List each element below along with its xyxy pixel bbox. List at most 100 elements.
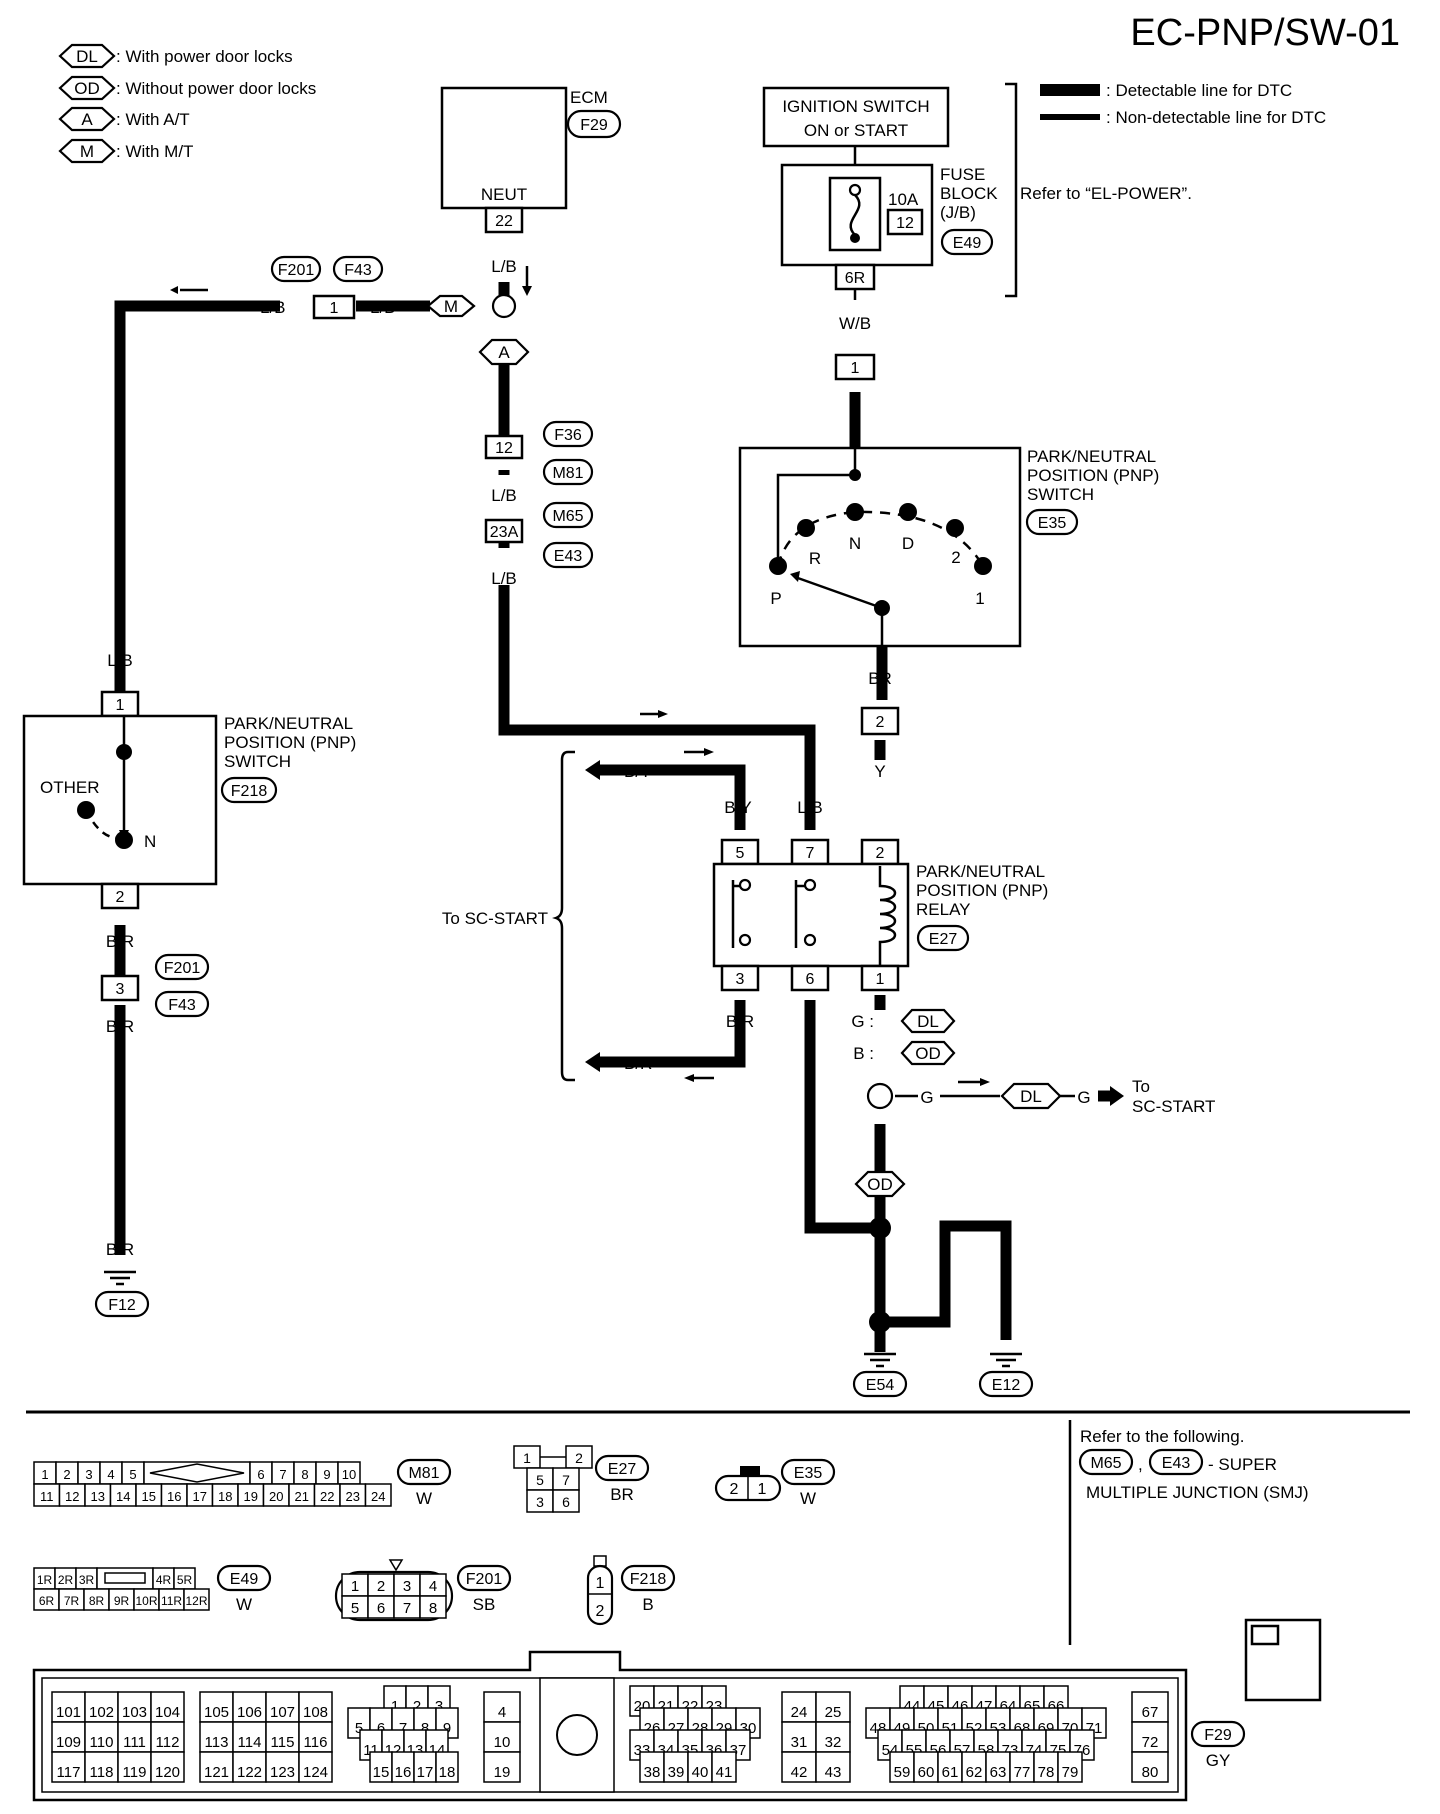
wire-by: [600, 764, 746, 830]
legend-tag-m: [58, 138, 116, 164]
f29-pin-60: 60: [918, 1764, 935, 1781]
f29-pin-101: 101: [56, 1704, 81, 1721]
f29-pin-102: 102: [89, 1704, 114, 1721]
f218-dot-n: [115, 831, 133, 849]
f29-pin-104: 104: [155, 1704, 180, 1721]
e54-pill: [852, 1370, 908, 1398]
f29-pin-6: 6: [377, 1720, 385, 1737]
wire-label-b-4: B: [874, 1266, 885, 1285]
e49-text: E49: [953, 235, 982, 252]
wire-label-wb: W/B: [839, 314, 871, 333]
f29-pin-117: 117: [57, 1764, 81, 1781]
wire-label-by: B/Y: [724, 798, 751, 817]
e49-pin-8R: 8R: [89, 1594, 105, 1608]
wire-label-lb-f218: L/B: [107, 651, 133, 670]
f29-pin-121: 121: [204, 1764, 229, 1781]
ecm-junction-circle: [491, 293, 517, 319]
m81-pin-8: 8: [301, 1467, 308, 1482]
f29-pin-77: 77: [1014, 1764, 1031, 1781]
f218-color: B: [642, 1595, 653, 1614]
ecm-label: ECM: [570, 88, 608, 107]
smj-e43-pill: [1148, 1448, 1204, 1476]
dl-tag-2: [1000, 1082, 1062, 1110]
f29-pin-80: 80: [1142, 1764, 1159, 1781]
fuse-amp: 10A: [888, 190, 919, 209]
wire-label-b-3: B: [874, 1133, 885, 1152]
f29-cell-59: [889, 1751, 915, 1783]
e35-label-n: N: [849, 534, 861, 553]
f218-key: [593, 1555, 607, 1567]
f29-cell-31: [781, 1721, 817, 1753]
f36-pill: [542, 420, 594, 448]
e35-color: W: [800, 1489, 816, 1508]
wire-label-g-1: G: [920, 1088, 933, 1107]
m81-pin-19: 19: [244, 1489, 258, 1504]
e43-pill: [542, 541, 594, 569]
f201-pin-3: 3: [403, 1578, 411, 1595]
m81-pin-9: 9: [323, 1467, 330, 1482]
m81-pin-3: 3: [85, 1467, 92, 1482]
f201-label-pill: [456, 1564, 512, 1592]
sc-start-branch: B/Y B/R To SC-START: [442, 748, 714, 1082]
e27-pin-5: 5: [536, 1472, 544, 1488]
f218-dashed: [84, 809, 119, 840]
pnp-switch-f218: L/B 1 OTHER N PARK/NEUTRAL POSITION (PNP…: [22, 651, 356, 1318]
m81-pin-18: 18: [218, 1489, 232, 1504]
wire-label-g-dl: G :: [851, 1012, 874, 1031]
hs-icon: [1250, 1624, 1280, 1646]
m81-pin-16: 16: [167, 1489, 181, 1504]
f29-pin-39: 39: [668, 1764, 685, 1781]
fuse-terminal-bottom: [850, 233, 860, 243]
ecm-terminal-22: 22: [495, 213, 513, 230]
f218-pin-1: 1: [596, 1575, 605, 1592]
e35-internal-line: [776, 448, 857, 566]
f201-text: F201: [278, 262, 315, 279]
e35-wiper-head: [790, 571, 800, 582]
pnp-switch-e35-box: [738, 446, 1022, 648]
e49-key: [104, 1572, 146, 1584]
f29-pin-79: 79: [1062, 1764, 1079, 1781]
e49-pin-5R: 5R: [177, 1573, 193, 1587]
to-sc-start-label: To SC-START: [442, 909, 548, 928]
f43-pill-2: [154, 990, 210, 1018]
f29-cell-123: [265, 1751, 300, 1783]
f218-line3: SWITCH: [224, 752, 291, 771]
f29-pin-7: 7: [399, 1720, 407, 1737]
e35-label-p: P: [770, 589, 781, 608]
relay-pin3-box: [720, 964, 760, 992]
f29-cell-122: [232, 1751, 267, 1783]
f29-pin-19: 19: [494, 1764, 511, 1781]
f29-cell-124: [298, 1751, 333, 1783]
f218-n: N: [144, 832, 156, 851]
wire-b-relay-ground: [804, 1000, 880, 1234]
f29-cell-24: [781, 1691, 817, 1723]
od-tag-1-text: OD: [915, 1044, 941, 1063]
f29-pin-41: 41: [716, 1764, 733, 1781]
fuse-6r-text: 6R: [845, 270, 865, 287]
f29-pin-24: 24: [791, 1704, 808, 1721]
relay-contact-b-top: [803, 878, 817, 892]
f29-cell-117: [51, 1751, 86, 1783]
wire-label-lb-mid: L/B: [370, 298, 396, 317]
m81-pin-21: 21: [295, 1489, 309, 1504]
br-arrowhead: [585, 1052, 600, 1072]
fuse-6r-box: [834, 263, 876, 291]
f29-pin-61: 61: [942, 1764, 959, 1781]
e35-junction-dot: [849, 469, 861, 481]
m81-pin-23: 23: [346, 1489, 360, 1504]
detectable-line-sample: [1040, 84, 1100, 96]
f218-line2: POSITION (PNP): [224, 733, 356, 752]
m81-pin-24: 24: [371, 1489, 385, 1504]
relay-pin6-box: [790, 964, 830, 992]
m81-pin-5: 5: [129, 1467, 136, 1482]
wire-label-br-3: B/R: [106, 1240, 134, 1259]
m-tag-text: M: [444, 297, 458, 316]
e35-pos-p: [769, 557, 787, 575]
e35-pin-2: 2: [730, 1481, 739, 1498]
f29-cell-79: [1057, 1751, 1083, 1783]
f36-text: F36: [554, 427, 582, 444]
f29-pin-107: 107: [270, 1704, 295, 1721]
grounds-right: E54 E12: [852, 1352, 1034, 1398]
